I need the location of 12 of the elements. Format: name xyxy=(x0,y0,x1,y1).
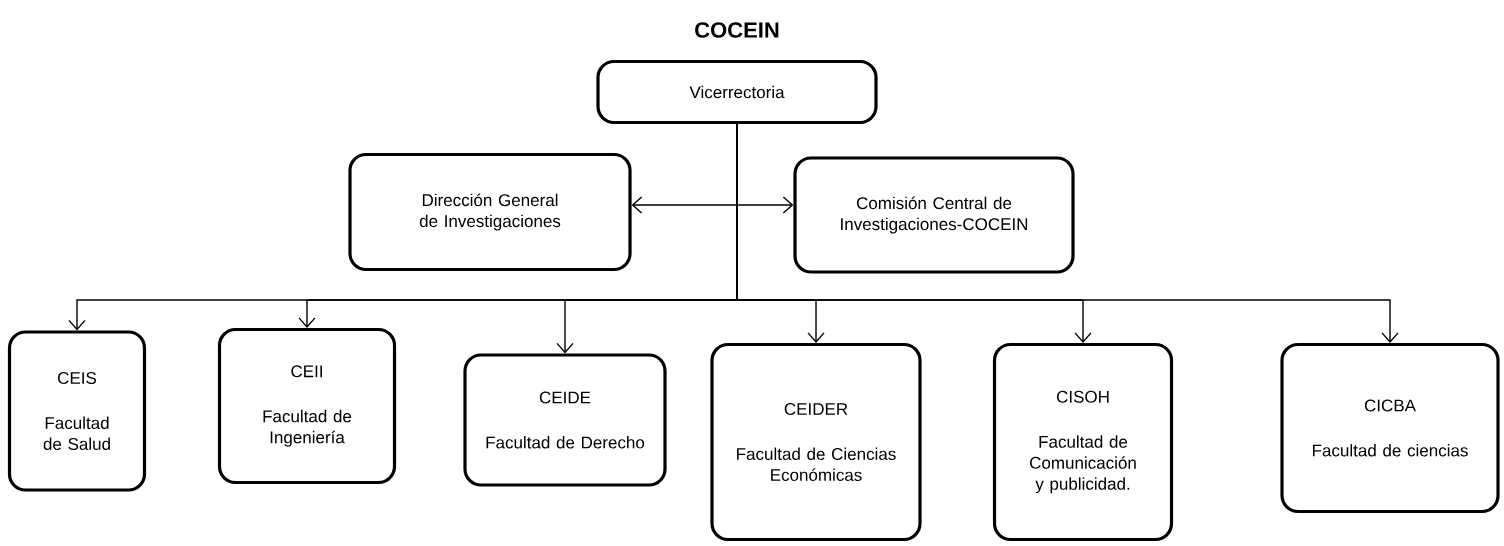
faculty-box: CEIDER Facultad de Ciencias Económicas xyxy=(710,342,922,542)
faculty-box: CEIDE Facultad de Derecho xyxy=(463,353,667,487)
org-box: Vicerrectoria xyxy=(596,59,878,125)
faculty-box: CICBA Facultad de ciencias xyxy=(1280,342,1500,514)
org-box: Comisión Central de Investigaciones-COCEIN xyxy=(793,156,1075,274)
arrow xyxy=(631,196,794,214)
arrow xyxy=(736,123,1399,343)
faculty-box: CISOH Facultad de Comunicación y publicidad. xyxy=(992,342,1174,542)
org-box: Dirección General de Investigaciones xyxy=(348,152,632,272)
title: COCEIN xyxy=(695,22,779,38)
faculty-box: CEII Facultad de Ingeniería xyxy=(217,327,397,485)
faculty-box: CEIS Facultad de Salud xyxy=(7,330,147,492)
